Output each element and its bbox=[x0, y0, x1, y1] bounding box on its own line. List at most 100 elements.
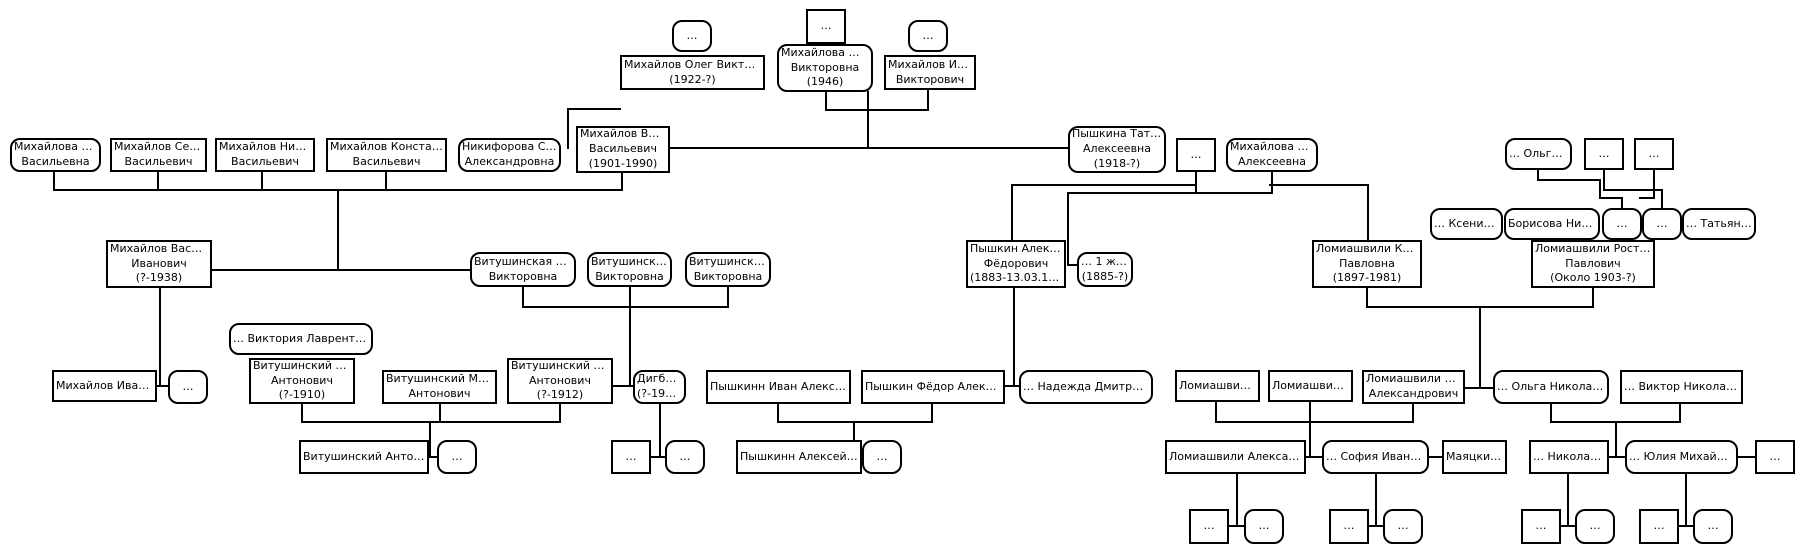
person-box-n58[interactable]: … bbox=[1755, 440, 1795, 474]
person-box-n22[interactable]: … bbox=[1642, 208, 1682, 240]
person-text-line: Васильевич bbox=[352, 155, 421, 168]
person-box-n29[interactable]: … 1 жена(1885-?) bbox=[1077, 252, 1133, 287]
connector-line bbox=[1271, 171, 1273, 194]
person-box-n11[interactable]: Никифорова СофияАлександровна bbox=[458, 138, 561, 172]
person-box-n2[interactable]: … bbox=[806, 9, 846, 44]
person-text-line: Михайлов Константин bbox=[330, 140, 443, 154]
person-box-n31[interactable]: Ломиашвили РостиславПавлович(Около 1903-… bbox=[1531, 240, 1655, 288]
person-text-line: Ломиашвили Ксения bbox=[1316, 241, 1418, 255]
person-name: Витушинская …Викторовна bbox=[591, 255, 668, 285]
connector-line bbox=[1309, 421, 1311, 458]
person-box-n42[interactable]: Ломиашвили … bbox=[1175, 370, 1260, 402]
connector-line bbox=[1004, 385, 1020, 387]
person-name: Витушинская МарияВикторовна bbox=[474, 255, 572, 285]
person-text-line: (Около 1903-?) bbox=[1550, 271, 1636, 285]
person-box-n10[interactable]: Михайлов КонстантинВасильевич bbox=[326, 138, 447, 172]
person-box-n19[interactable]: … Ксения … bbox=[1430, 208, 1503, 240]
person-box-n9[interactable]: Михайлов НиколайВасильевич bbox=[215, 138, 315, 172]
person-box-n7[interactable]: Михайлова ВераВасильевна bbox=[10, 138, 101, 172]
person-box-n44[interactable]: Ломиашвили ПавелАлександрович bbox=[1362, 370, 1465, 404]
person-text-line: … bbox=[876, 449, 888, 463]
person-box-n38[interactable]: Дигби …(?-1903) bbox=[633, 370, 686, 404]
person-box-n45[interactable]: … Ольга Николаевна bbox=[1493, 370, 1609, 404]
person-text-line: Александрович bbox=[1368, 387, 1459, 400]
person-box-n36[interactable]: Витушинский МихаилАнтонович bbox=[382, 370, 497, 404]
person-box-n43[interactable]: Ломиашвили … bbox=[1268, 370, 1353, 402]
person-box-n8[interactable]: Михайлов СергейВасильевич bbox=[110, 138, 207, 172]
person-box-n33[interactable]: Михайлов Иван … bbox=[52, 370, 157, 402]
person-text-line: (?-1903) bbox=[637, 387, 682, 400]
connector-line bbox=[1011, 184, 1197, 186]
person-name: … bbox=[923, 29, 934, 44]
person-box-n65[interactable]: … bbox=[1639, 509, 1679, 544]
person-box-n56[interactable]: … Николай … bbox=[1529, 440, 1609, 474]
person-box-n40[interactable]: Пышкин Фёдор Алексеевич bbox=[861, 370, 1005, 404]
person-text-line: … Надежда Дмитриевна bbox=[1023, 379, 1149, 393]
person-name: Пышкина ТатьянаАлексеевна(1918-?) bbox=[1072, 128, 1162, 171]
person-box-n30[interactable]: Ломиашвили КсенияПавловна(1897-1981) bbox=[1312, 240, 1422, 288]
person-box-n6[interactable]: Михайлов ИгорьВикторович bbox=[884, 55, 976, 90]
person-text-line: Иванович bbox=[131, 256, 187, 270]
person-box-n26[interactable]: Витушинская …Викторовна bbox=[587, 252, 672, 287]
person-box-n1[interactable]: … bbox=[672, 20, 712, 52]
person-text-line: … Ксения … bbox=[1434, 216, 1499, 230]
person-box-n32[interactable]: … Виктория Лаврентьевна bbox=[229, 323, 373, 355]
person-box-n49[interactable]: … bbox=[611, 440, 651, 474]
person-box-n57[interactable]: … Юлия Михайловна bbox=[1625, 440, 1738, 474]
connector-line bbox=[1366, 287, 1368, 308]
person-name: Михайлов Олег Викторович(1922-?) bbox=[624, 58, 761, 88]
person-text-line: Викторовна bbox=[595, 269, 664, 283]
person-box-n24[interactable]: Михайлов ВасилийИванович(?-1938) bbox=[106, 240, 212, 288]
person-text-line: Дигби … bbox=[637, 372, 682, 386]
person-box-n53[interactable]: Ломиашвили Александр … bbox=[1165, 440, 1306, 474]
person-box-n14[interactable]: … bbox=[1176, 138, 1216, 172]
person-box-n4[interactable]: Михайлов Олег Викторович(1922-?) bbox=[620, 55, 765, 90]
person-box-n62[interactable]: … bbox=[1383, 509, 1423, 544]
person-name: … Виктор Николаевич bbox=[1624, 380, 1739, 395]
person-box-n27[interactable]: Витушинская …Викторовна bbox=[685, 252, 771, 287]
person-text-line: … 1 жена bbox=[1081, 254, 1129, 268]
person-box-n20[interactable]: Борисова Нина … bbox=[1504, 208, 1600, 240]
connector-line bbox=[1011, 184, 1013, 241]
person-box-n63[interactable]: … bbox=[1521, 509, 1561, 544]
person-box-n37[interactable]: Витушинский ВикторАнтонович(?-1912) bbox=[507, 358, 613, 404]
person-box-n13[interactable]: Пышкина ТатьянаАлексеевна(1918-?) bbox=[1068, 126, 1166, 173]
person-box-n47[interactable]: Витушинский Антон … bbox=[299, 440, 429, 474]
person-box-n23[interactable]: … Татьяна … bbox=[1682, 208, 1756, 240]
person-text-line: Александровна bbox=[464, 155, 555, 168]
person-box-n52[interactable]: … bbox=[862, 440, 902, 474]
person-box-n39[interactable]: Пышкинн Иван Алексеевич bbox=[706, 370, 851, 404]
person-box-n35[interactable]: Витушинский ИванАнтонович(?-1910) bbox=[249, 358, 355, 404]
person-text-line: Викторовна bbox=[693, 269, 763, 283]
person-box-n64[interactable]: … bbox=[1575, 509, 1615, 544]
person-box-n61[interactable]: … bbox=[1329, 509, 1369, 544]
person-box-n46[interactable]: … Виктор Николаевич bbox=[1620, 370, 1743, 404]
person-box-n54[interactable]: … София Ивановна bbox=[1322, 440, 1429, 474]
person-box-n51[interactable]: Пышкинн Алексей … bbox=[736, 440, 862, 474]
person-text-line: … bbox=[1616, 216, 1628, 230]
person-box-n66[interactable]: … bbox=[1693, 509, 1733, 544]
person-box-n5[interactable]: Михайлова МарияВикторовна(1946) bbox=[777, 44, 873, 92]
person-name: … София Ивановна bbox=[1326, 450, 1425, 465]
person-box-n21[interactable]: … bbox=[1602, 208, 1642, 240]
person-box-n17[interactable]: … bbox=[1584, 138, 1624, 170]
connector-line bbox=[1013, 287, 1015, 387]
person-box-n3[interactable]: … bbox=[908, 20, 948, 52]
person-box-n55[interactable]: Маяцкий … bbox=[1442, 440, 1507, 474]
person-name: … Ксения … bbox=[1434, 217, 1499, 232]
person-box-n48[interactable]: … bbox=[437, 440, 477, 474]
person-box-n60[interactable]: … bbox=[1244, 509, 1284, 544]
connector-line bbox=[931, 403, 933, 423]
person-box-n12[interactable]: Михайлов ВикторВасильевич(1901-1990) bbox=[576, 126, 670, 173]
connector-line bbox=[567, 108, 569, 149]
person-box-n25[interactable]: Витушинская МарияВикторовна bbox=[470, 252, 576, 287]
person-box-n59[interactable]: … bbox=[1189, 509, 1229, 544]
person-box-n16[interactable]: … Ольга … bbox=[1505, 138, 1572, 170]
person-box-n34[interactable]: … bbox=[168, 370, 208, 404]
person-box-n18[interactable]: … bbox=[1634, 138, 1674, 170]
person-box-n41[interactable]: … Надежда Дмитриевна bbox=[1019, 370, 1153, 404]
person-box-n50[interactable]: … bbox=[665, 440, 705, 474]
person-box-n15[interactable]: Михайлова ВераАлексеевна bbox=[1226, 138, 1318, 172]
